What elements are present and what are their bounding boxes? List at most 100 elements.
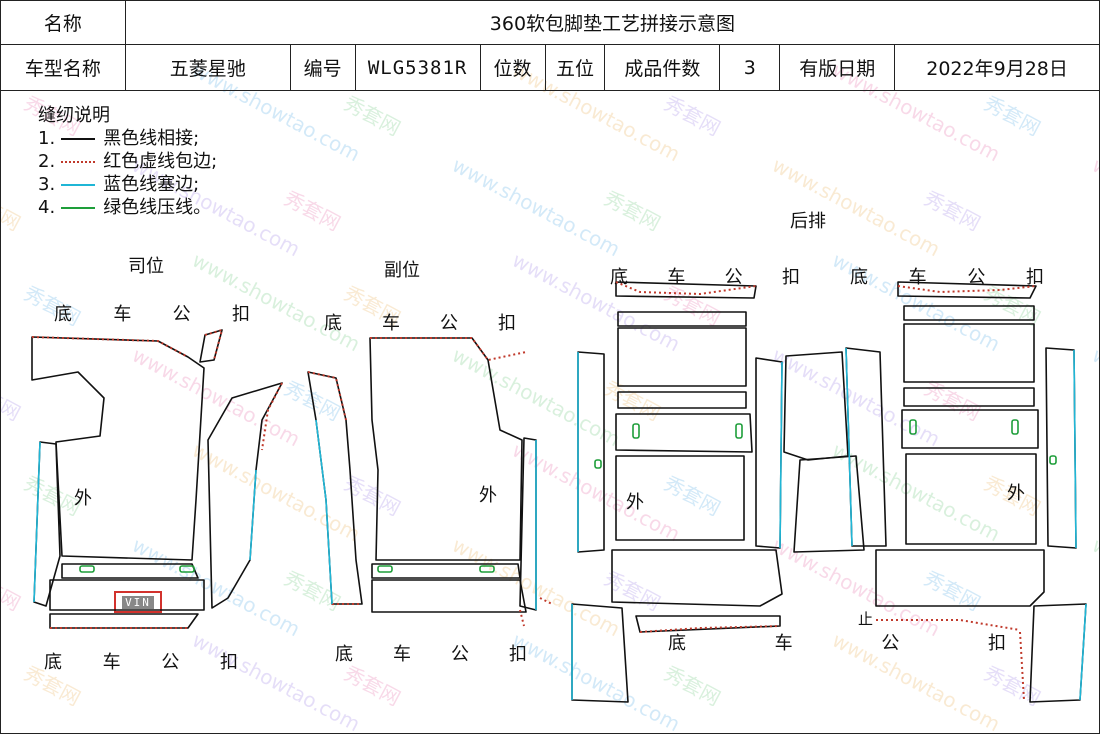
rear-mid-left xyxy=(615,413,753,453)
buckle-char: 扣 xyxy=(1025,267,1044,288)
vin-label: VIN xyxy=(122,595,154,609)
green-press-passenger-1 xyxy=(377,565,393,573)
page-title: 360软包脚垫工艺拼接示意图 xyxy=(124,0,1100,45)
stop-mark: 止 xyxy=(858,610,874,628)
black-line-swatch xyxy=(61,137,96,140)
rear-tunnel-top xyxy=(783,351,849,461)
outside-mark-rear-left: 外 xyxy=(626,492,644,513)
legend-text: 绿色线压线。 xyxy=(103,197,212,218)
buckle-label-rear-left-top: 底车公扣 xyxy=(610,263,800,289)
buckle-char: 扣 xyxy=(987,633,1006,654)
legend-num: 2. xyxy=(38,151,56,172)
rear-bar-right xyxy=(903,305,1035,321)
red-edge-rear-bottom xyxy=(639,619,1021,633)
red-edge-driver-notch xyxy=(204,328,224,361)
legend-num: 3. xyxy=(38,174,56,195)
buckle-char: 公 xyxy=(967,267,986,288)
green-press-rear-3 xyxy=(594,459,602,469)
green-press-driver-1 xyxy=(79,565,95,573)
red-edge-rear-top-right xyxy=(897,285,1037,294)
passenger-left-arc xyxy=(307,371,363,605)
buckle-char: 扣 xyxy=(509,644,527,665)
code-label: 编号 xyxy=(289,44,356,91)
driver-step-bar xyxy=(61,563,199,579)
green-press-rear-2 xyxy=(735,423,743,439)
green-press-passenger-2 xyxy=(479,565,495,573)
buckle-char: 车 xyxy=(113,304,132,325)
rear-bottom-long-right xyxy=(1029,603,1087,703)
version-date-value: 2022年9月28日 xyxy=(894,44,1100,91)
buckle-char: 车 xyxy=(393,644,411,665)
red-edge-rear-bottom-right-side xyxy=(1019,631,1025,701)
buckle-char: 底 xyxy=(335,644,353,665)
buckle-char: 车 xyxy=(667,267,686,288)
buckle-char: 公 xyxy=(440,313,458,334)
outside-mark-passenger: 外 xyxy=(479,485,497,506)
car-model-value: 五菱星驰 xyxy=(124,44,291,91)
legend-num: 4. xyxy=(38,197,56,218)
buckle-char: 底 xyxy=(850,267,868,288)
legend-title: 缝纫说明 xyxy=(38,105,110,126)
blue-edge-rear-bottom-right xyxy=(1079,603,1087,701)
legend-text: 红色虚线包边; xyxy=(103,151,218,172)
driver-top-left-piece xyxy=(31,336,205,561)
buckle-char: 公 xyxy=(451,644,469,665)
legend-text: 黑色线相接; xyxy=(103,128,200,149)
buckle-label-passenger-top: 底车公扣 xyxy=(324,309,516,335)
passenger-step-bar xyxy=(371,563,521,579)
green-press-rear-5 xyxy=(1011,419,1019,435)
blue-edge-driver-left xyxy=(33,441,41,603)
buckle-char: 公 xyxy=(172,304,191,325)
rear-left-side xyxy=(577,351,605,553)
green-line-swatch xyxy=(61,206,96,209)
red-dotted-swatch xyxy=(61,160,96,163)
sewing-legend: 缝纫说明 1. 黑色线相接; 2. 红色虚线包边; 3. 蓝色线塞边; 4. 绿… xyxy=(38,104,217,219)
legend-item-red: 2. 红色虚线包边; xyxy=(38,150,217,173)
rear-right-side xyxy=(1045,347,1077,549)
driver-right-arc xyxy=(207,382,283,609)
rear-mid-right xyxy=(901,409,1039,449)
section-title-driver: 司位 xyxy=(128,256,164,277)
red-edge-driver-top xyxy=(31,336,189,358)
rear-bottom-long-left xyxy=(571,603,629,703)
rear-block-left xyxy=(617,327,747,387)
rear-bottom-center-left xyxy=(635,615,781,633)
buckle-char: 底 xyxy=(54,304,72,325)
rear-band-left xyxy=(617,391,747,409)
legend-item-green: 4. 绿色线压线。 xyxy=(38,196,217,219)
red-edge-driver-arc xyxy=(261,382,283,451)
blue-edge-driver-right xyxy=(249,469,257,561)
buckle-char: 车 xyxy=(102,652,121,673)
rear-bottom-right xyxy=(875,549,1045,607)
rear-big-right xyxy=(905,453,1037,545)
blue-edge-passenger-left xyxy=(315,419,333,605)
buckle-char: 公 xyxy=(881,633,900,654)
rear-band-right xyxy=(903,387,1035,407)
rear-top-strip-right xyxy=(897,281,1037,299)
rear-top-strip-left xyxy=(615,281,757,299)
buckle-label-driver-top: 底车公扣 xyxy=(54,300,250,326)
rear-bottom-left xyxy=(611,549,783,607)
buckle-label-passenger-bottom: 底车公扣 xyxy=(335,640,527,666)
red-edge-rear-top-left xyxy=(615,281,757,296)
red-edge-driver-left-tab xyxy=(539,597,553,605)
code-value: WLG5381R xyxy=(354,44,481,91)
section-title-passenger: 副位 xyxy=(384,260,420,281)
title-block: 名称 360软包脚垫工艺拼接示意图 车型名称 五菱星驰 编号 WLG5381R … xyxy=(0,0,1100,91)
legend-num: 1. xyxy=(38,128,56,149)
blue-line-swatch xyxy=(61,183,96,186)
red-edge-passenger-top xyxy=(370,337,527,362)
buckle-char: 车 xyxy=(774,633,793,654)
buckle-char: 公 xyxy=(724,267,743,288)
piece-count-label: 成品件数 xyxy=(604,44,721,91)
legend-item-blue: 3. 蓝色线塞边; xyxy=(38,173,217,196)
green-press-driver-2 xyxy=(179,565,195,573)
outside-mark-driver: 外 xyxy=(74,488,92,509)
passenger-bottom-panel xyxy=(371,579,527,613)
version-date-label: 有版日期 xyxy=(779,44,896,91)
driver-bottom-base xyxy=(49,613,199,629)
buckle-char: 扣 xyxy=(231,304,250,325)
green-press-rear-1 xyxy=(632,423,640,439)
buckle-char: 扣 xyxy=(498,313,516,334)
